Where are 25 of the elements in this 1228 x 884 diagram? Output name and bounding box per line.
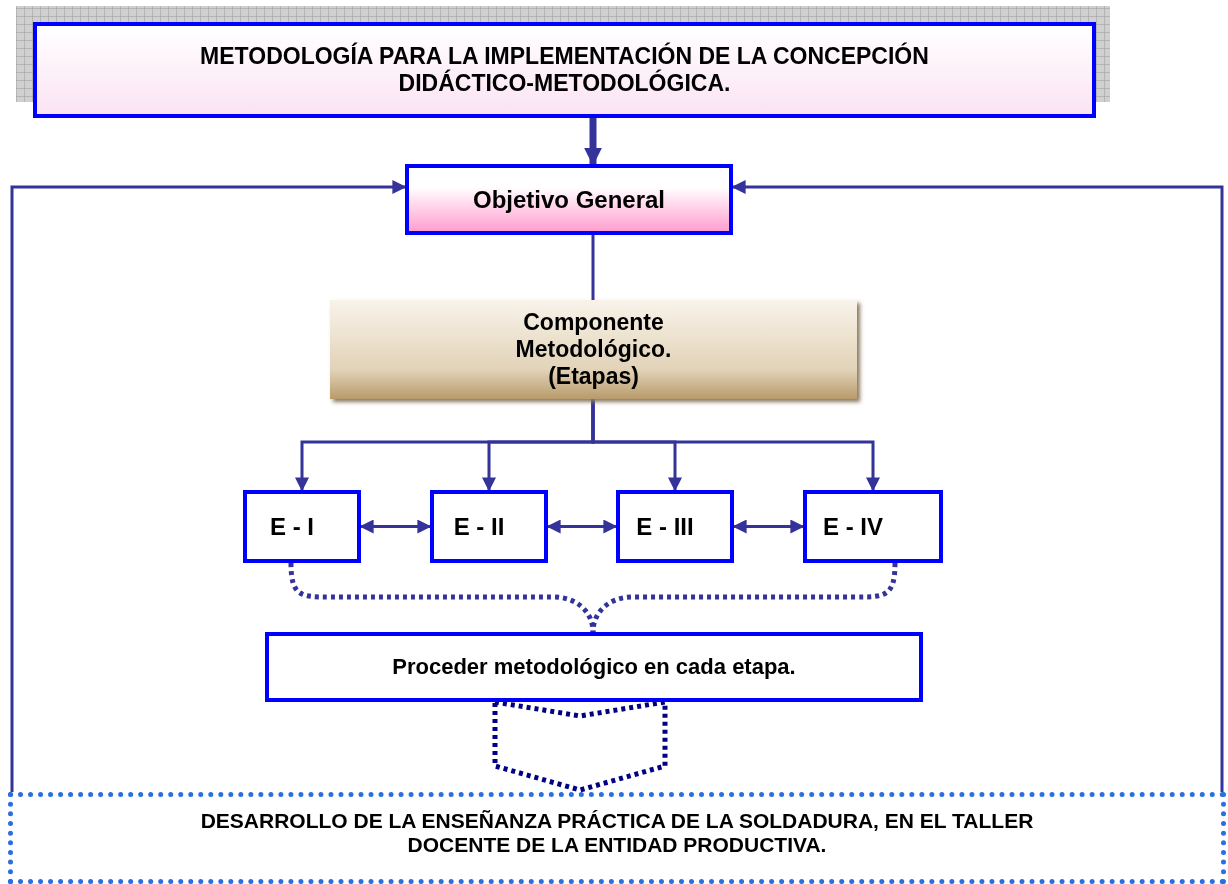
process-box	[265, 632, 923, 702]
box-label: Proceder metodológico en cada etapa.	[392, 654, 796, 680]
box-label: E - IV	[823, 512, 883, 541]
connector-line	[591, 235, 595, 300]
stage-box	[803, 490, 943, 563]
box-label: E - I	[270, 512, 314, 541]
arrow	[10, 180, 407, 792]
box-label: E - II	[453, 512, 505, 541]
outcome-box	[8, 792, 1226, 884]
title-box	[33, 22, 1096, 118]
box-label: METODOLOGÍA PARA LA IMPLEMENTACIÓN DE LA CONCEPCIÓN DIDÁCTICO-METODOLÓGICA.	[199, 43, 930, 97]
box-label: Objetivo General	[472, 185, 666, 214]
stage-box	[616, 490, 734, 563]
arrow	[591, 399, 880, 492]
box-label: E - III	[636, 512, 694, 541]
chevron-arrow	[492, 699, 668, 793]
box-label: Componente Metodológico. (Etapas)	[514, 309, 673, 390]
dotted-brace-line	[590, 562, 898, 633]
objective-box	[405, 164, 733, 235]
component-box	[330, 300, 857, 399]
arrow	[584, 118, 602, 166]
dotted-brace-line	[288, 562, 596, 633]
box-label: DESARROLLO DE LA ENSEÑANZA PRÁCTICA DE LA SOLDADURA, EN EL TALLER DOCENTE DE LA ENTIDAD PRODUCTIVA.	[199, 809, 1035, 857]
stage-box	[243, 490, 361, 563]
stage-box	[430, 490, 548, 563]
